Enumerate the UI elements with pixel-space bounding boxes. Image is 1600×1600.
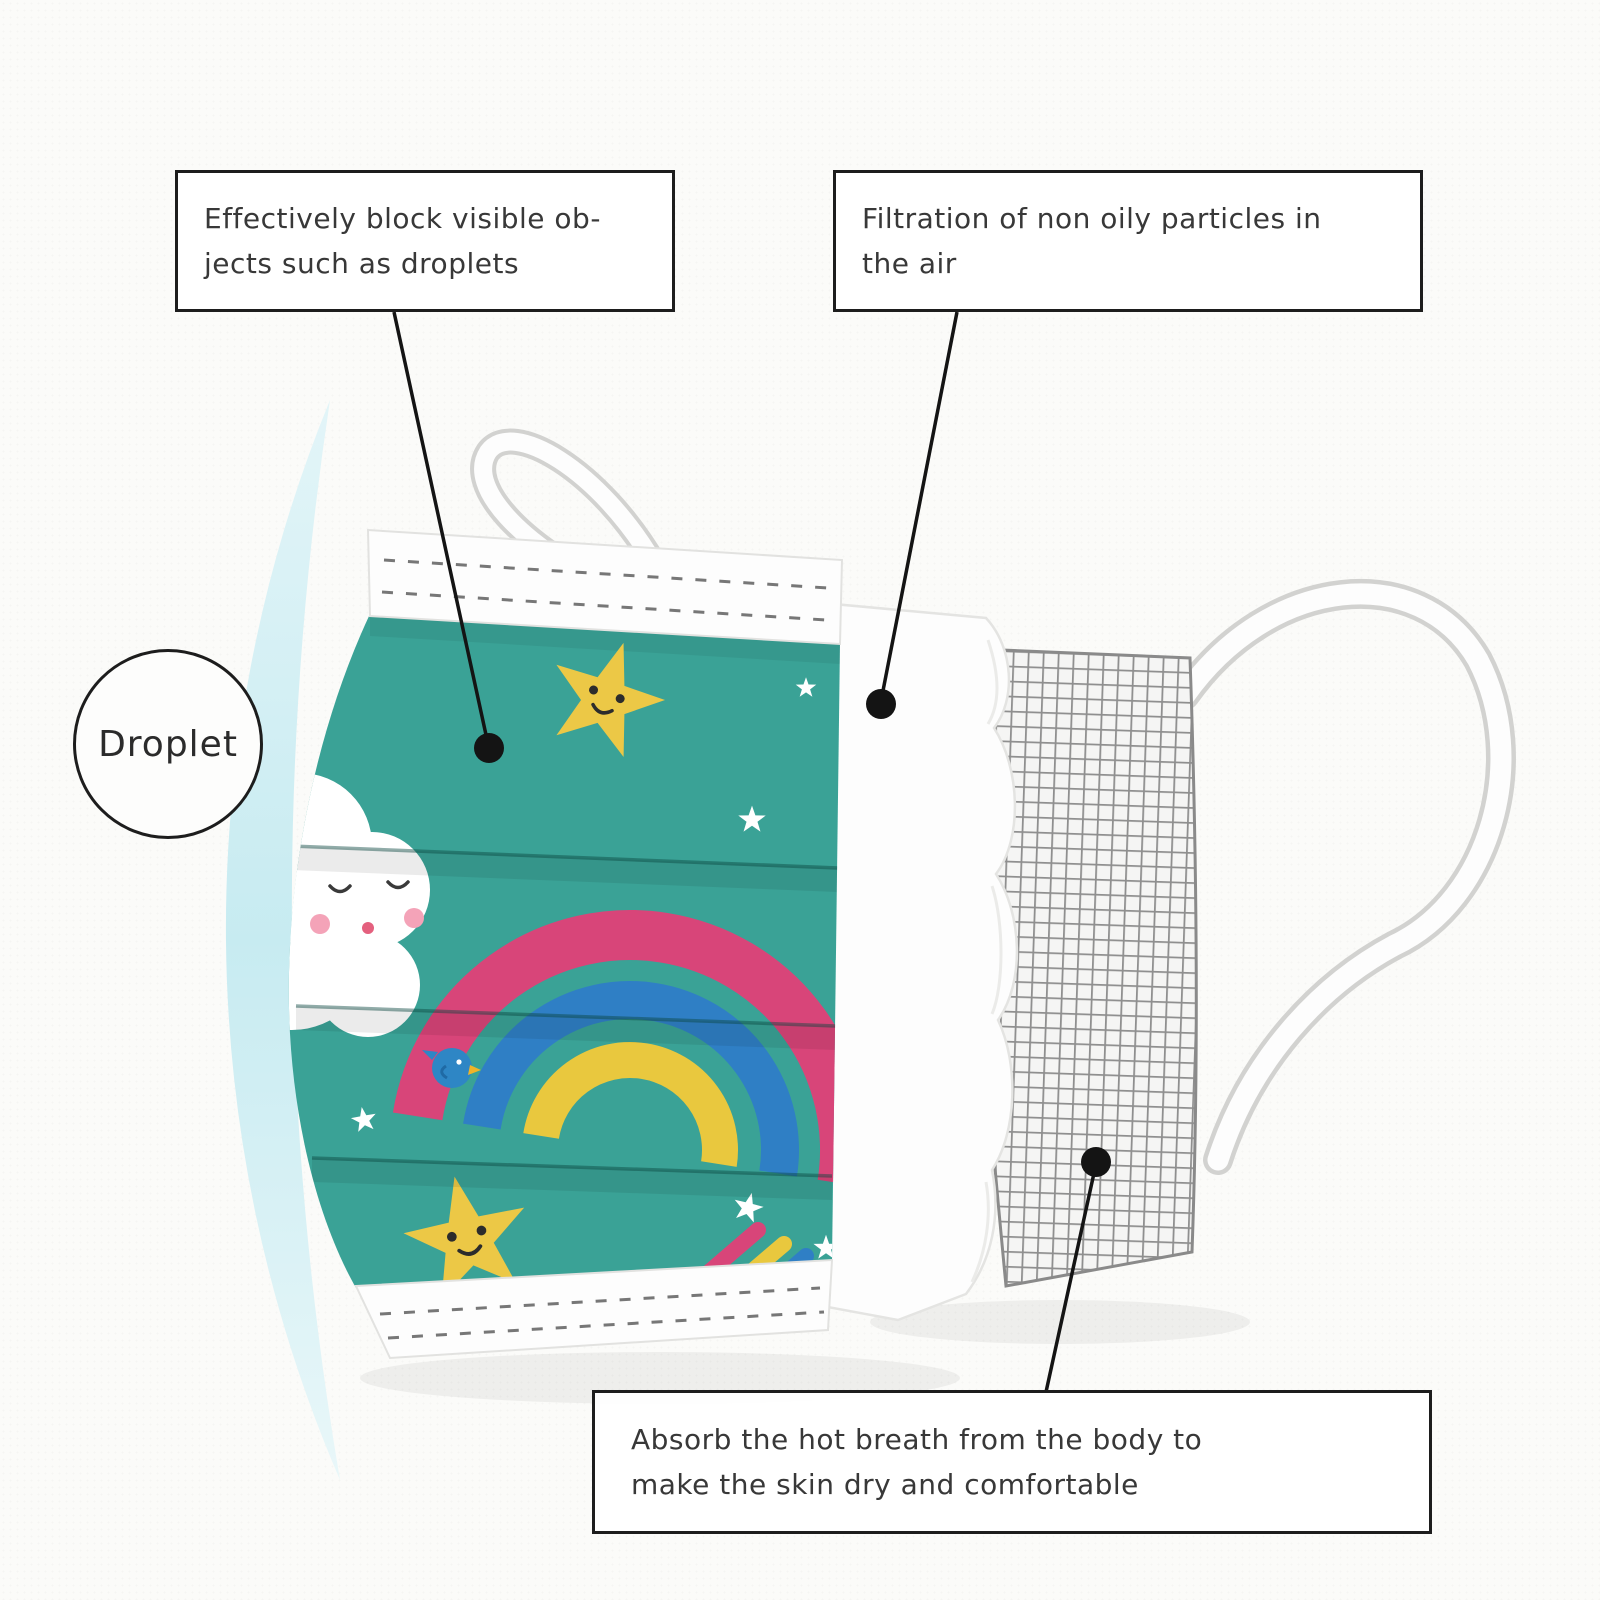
star-print-top bbox=[535, 625, 678, 764]
pointer-dot-absorb bbox=[1081, 1147, 1111, 1177]
leader-line-absorb bbox=[1044, 1163, 1098, 1393]
mask-bottom-band bbox=[354, 1258, 834, 1360]
pleat-lines bbox=[291, 844, 839, 1200]
pointer-dots bbox=[474, 689, 1111, 1177]
droplet-badge-label: Droplet bbox=[98, 723, 238, 765]
callout-text-line: Absorb the hot breath from the body to bbox=[631, 1422, 1203, 1456]
rainbow-print bbox=[392, 910, 841, 1188]
callout-text-line: jects such as droplets bbox=[204, 247, 520, 280]
callout-text-line: Effectively block visible ob- bbox=[204, 201, 601, 235]
leader-lines bbox=[392, 311, 1098, 1393]
star-print-bottom bbox=[394, 1163, 540, 1288]
mask-top-band bbox=[366, 528, 844, 646]
pointer-dot-filtration bbox=[866, 689, 896, 719]
callout-text-line: Filtration of non oily particles in bbox=[862, 201, 1322, 235]
callout-absorb-breath: Absorb the hot breath from the body to m… bbox=[592, 1390, 1432, 1534]
ear-loop-right bbox=[1170, 579, 1516, 1175]
leader-line-droplets bbox=[392, 311, 490, 745]
callout-text-line: make the skin dry and comfortable bbox=[631, 1468, 1139, 1501]
callout-filtration: Filtration of non oily particles in the … bbox=[833, 170, 1423, 312]
leader-line-filtration bbox=[879, 311, 959, 702]
background-arc bbox=[225, 400, 340, 1480]
callout-text-line: the air bbox=[862, 247, 957, 280]
bird-print bbox=[422, 1048, 481, 1088]
pointer-dot-droplets bbox=[474, 733, 504, 763]
callout-block-droplets: Effectively block visible ob- jects such… bbox=[175, 170, 675, 312]
front-layer bbox=[288, 528, 844, 1360]
cloud-print bbox=[288, 773, 430, 1037]
droplet-badge: Droplet bbox=[73, 649, 263, 839]
